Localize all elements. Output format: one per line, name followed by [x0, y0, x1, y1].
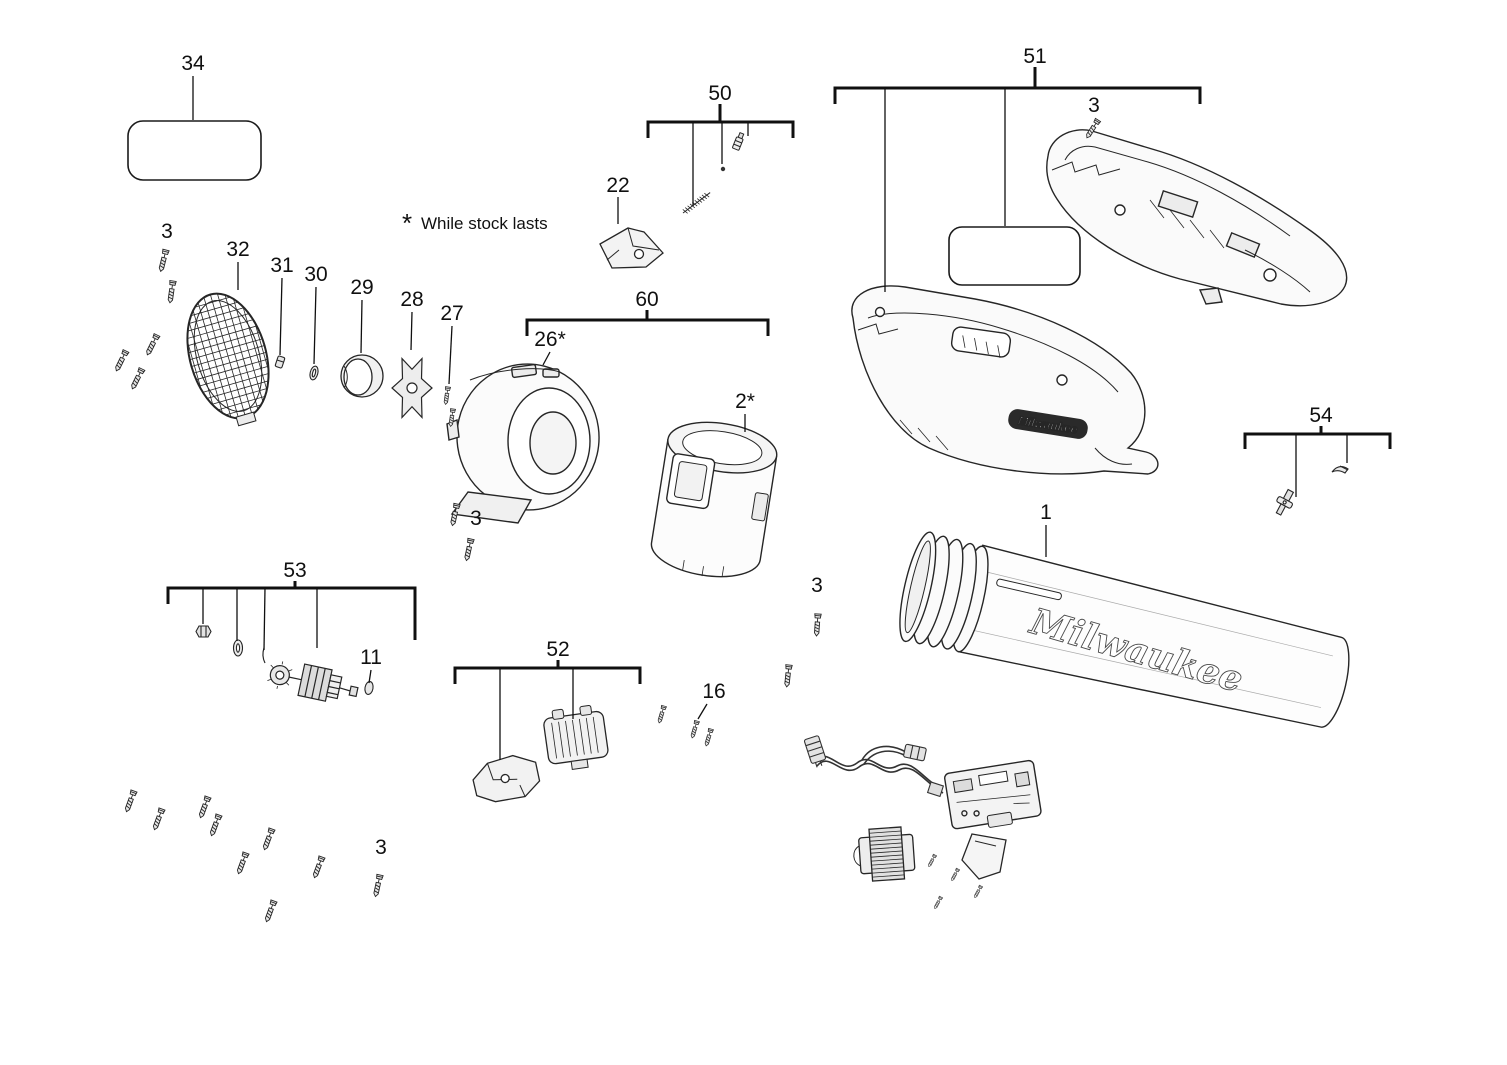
callout-29: 29	[350, 276, 373, 299]
screw	[208, 813, 223, 838]
part-motor-52	[543, 705, 609, 770]
label-box-51	[948, 226, 1081, 286]
callout-51: 51	[1023, 45, 1046, 68]
screw	[932, 895, 943, 910]
part-washer-53	[232, 639, 244, 657]
callout-11: 11	[360, 646, 382, 669]
callout-34: 34	[181, 52, 205, 75]
screw	[689, 719, 700, 739]
part-coil	[853, 826, 916, 882]
callout-3-left: 3	[161, 220, 173, 243]
screw	[129, 367, 146, 391]
screw	[462, 537, 475, 562]
callout-30: 30	[304, 263, 327, 286]
part-housing-left: Milwaukee	[851, 285, 1159, 475]
part-plunger-50	[732, 131, 745, 151]
callout-1: 1	[1040, 501, 1052, 524]
callout-31: 31	[270, 254, 293, 277]
callout-22: 22	[606, 174, 629, 197]
callout-3-tube: 3	[811, 574, 823, 597]
callout-52: 52	[546, 638, 569, 661]
label-box-34	[127, 120, 262, 181]
screw	[166, 280, 177, 304]
screw	[703, 727, 714, 747]
housing-logo-badge	[1008, 409, 1088, 439]
screw	[235, 851, 250, 876]
screw	[263, 899, 278, 924]
callout-3-bottom: 3	[375, 836, 387, 859]
part-fitting-54	[1275, 488, 1295, 516]
screw	[783, 664, 793, 688]
callout-26: 26*	[534, 328, 566, 351]
part-detent-50	[720, 166, 726, 172]
part-nut-53	[195, 625, 212, 638]
screw	[949, 867, 960, 882]
callout-3-housing: 3	[1088, 94, 1100, 117]
part-blower-tube: Milwaukee	[899, 531, 1350, 728]
screw	[113, 349, 130, 373]
part-washer-30	[309, 365, 319, 381]
stock-note-text: While stock lasts	[421, 214, 548, 233]
screw	[261, 827, 276, 852]
callout-53: 53	[283, 559, 306, 582]
part-pcb	[944, 759, 1042, 830]
screw	[311, 855, 326, 880]
screw	[442, 386, 451, 406]
part-fan-duct	[650, 421, 778, 578]
callout-28: 28	[400, 288, 423, 311]
part-spring-50	[682, 192, 711, 214]
part-hook-54	[1331, 465, 1349, 474]
part-bearing-cup-29	[340, 354, 384, 398]
bracket-54	[1243, 426, 1392, 449]
screw	[926, 853, 937, 868]
callout-16: 16	[702, 680, 725, 703]
bracket-53	[166, 581, 417, 640]
screw	[144, 333, 161, 357]
part-trigger-22	[599, 227, 664, 269]
part-intake-grill	[175, 284, 281, 428]
group-leader-lines	[192, 76, 1348, 760]
screw	[972, 884, 983, 899]
screw	[197, 795, 212, 820]
part-spacer-11	[364, 681, 374, 695]
screw	[123, 789, 138, 814]
part-pin-53	[262, 647, 266, 664]
part-impeller-28	[391, 357, 433, 419]
bracket-50	[646, 104, 795, 138]
callout-60: 60	[635, 288, 658, 311]
part-spacer-31	[274, 355, 286, 369]
screw	[371, 873, 384, 898]
part-fan-housing	[446, 363, 600, 524]
part-housing-right	[1046, 129, 1348, 307]
part-bracket-52	[472, 754, 541, 803]
group-callouts: 34 50 51 3 22 3 32 31 30 29 28 27 26* 60…	[161, 45, 1333, 859]
bracket-60	[525, 310, 770, 336]
callout-50: 50	[708, 82, 731, 105]
stock-note-asterisk: *	[402, 208, 412, 238]
part-pcb-bracket	[961, 833, 1007, 880]
callout-54: 54	[1309, 404, 1333, 427]
callout-27: 27	[440, 302, 463, 325]
screw	[656, 704, 667, 724]
bracket-51	[833, 67, 1202, 104]
part-wire-harness	[803, 735, 945, 798]
screw	[157, 248, 170, 273]
bracket-52	[453, 660, 642, 684]
part-armature-53	[267, 661, 359, 702]
callout-2: 2*	[735, 390, 755, 413]
screw	[151, 807, 166, 832]
stock-note: * While stock lasts	[402, 208, 548, 238]
screw	[812, 613, 822, 637]
callout-32: 32	[226, 238, 249, 261]
group-brackets	[166, 67, 1392, 684]
callout-3-fan: 3	[470, 507, 482, 530]
